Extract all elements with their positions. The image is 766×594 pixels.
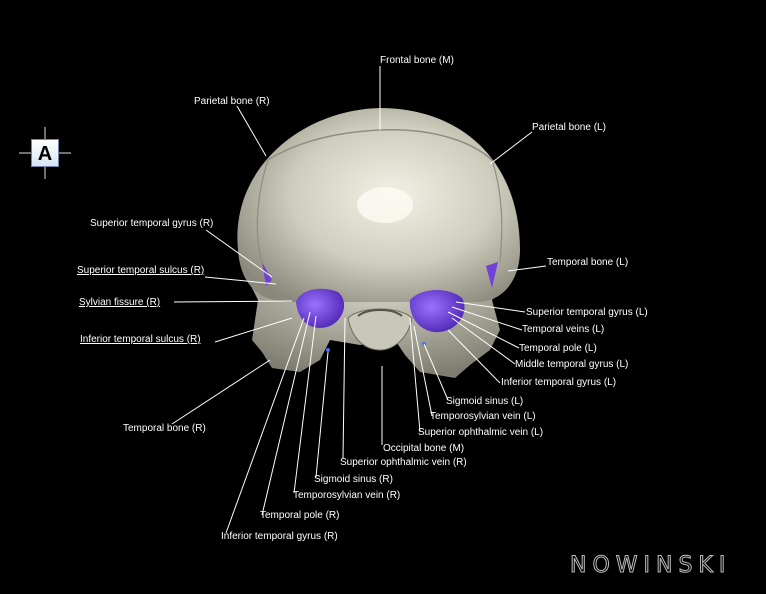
suture-line-l (491, 159, 503, 263)
orientation-axes-icon (19, 127, 71, 179)
orientation-letter: A (31, 139, 59, 167)
label-superior-temporal-sulcus-r: Superior temporal sulcus (R) (77, 265, 205, 276)
label-temporosylvian-vein-r: Temporosylvian vein (R) (293, 490, 401, 501)
label-inferior-temporal-gyrus-l: Inferior temporal gyrus (L) (501, 377, 617, 388)
label-temporal-bone-r: Temporal bone (R) (123, 423, 206, 434)
temporal-lobe-r (296, 288, 345, 328)
dome-highlight (357, 187, 413, 223)
label-temporal-veins-l: Temporal veins (L) (522, 324, 605, 335)
temporal-lobe-l (409, 289, 465, 333)
label-temporal-pole-l: Temporal pole (L) (519, 343, 597, 354)
lateral-brain-l (486, 262, 498, 288)
watermark-logo: NOWINSKI (569, 553, 732, 579)
label-superior-ophthalmic-vein-l: Superior ophthalmic vein (L) (418, 427, 544, 438)
label-parietal-bone-r: Parietal bone (R) (194, 96, 270, 107)
label-temporal-bone-l: Temporal bone (L) (547, 257, 629, 268)
label-superior-temporal-gyrus-r: Superior temporal gyrus (R) (90, 218, 214, 229)
label-temporal-pole-r: Temporal pole (R) (260, 510, 340, 521)
vein-dot-r (326, 348, 330, 352)
label-superior-ophthalmic-vein-r: Superior ophthalmic vein (R) (340, 457, 467, 468)
label-inferior-temporal-sulcus-r: Inferior temporal sulcus (R) (80, 334, 201, 345)
label-sigmoid-sinus-l: Sigmoid sinus (L) (446, 396, 524, 407)
label-sigmoid-sinus-r: Sigmoid sinus (R) (314, 474, 393, 485)
label-temporosylvian-vein-l: Temporosylvian vein (L) (430, 411, 536, 422)
label-middle-temporal-gyrus-l: Middle temporal gyrus (L) (515, 359, 629, 370)
foramen-edge (357, 309, 403, 317)
label-superior-temporal-gyrus-l: Superior temporal gyrus (L) (526, 307, 648, 318)
suture-line-r (256, 159, 269, 263)
label-occipital-bone-m: Occipital bone (M) (383, 443, 465, 454)
leader-lines (171, 66, 547, 534)
orientation-widget[interactable]: A (19, 127, 73, 181)
label-frontal-bone-m: Frontal bone (M) (380, 55, 454, 66)
label-parietal-bone-l: Parietal bone (L) (532, 122, 606, 133)
label-sylvian-fissure-r: Sylvian fissure (R) (79, 297, 161, 308)
label-inferior-temporal-gyrus-r: Inferior temporal gyrus (R) (221, 531, 338, 542)
